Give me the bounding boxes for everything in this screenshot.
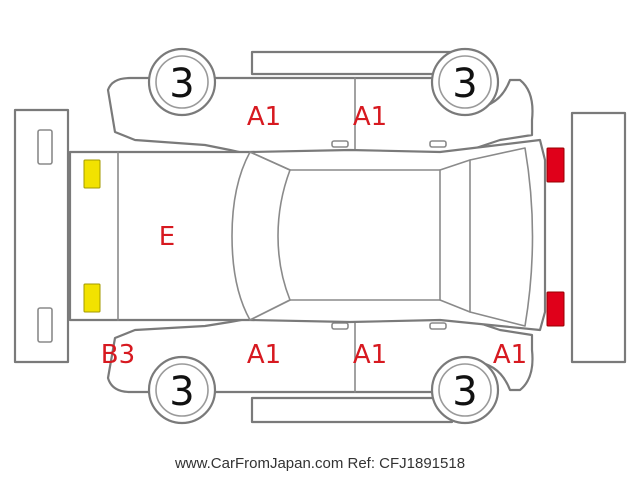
damage-codes: E B3 A1 A1 A1 A1 A1	[101, 102, 527, 370]
wheel-front-right: 3	[430, 47, 500, 117]
damage-code-lower-rear-door: A1	[247, 340, 281, 370]
damage-code-front-fender: A1	[493, 340, 527, 370]
wheel-rear-right: 3	[430, 355, 500, 425]
rear-bumper	[13, 108, 70, 364]
wheel-front-left: 3	[147, 47, 217, 117]
damage-code-rear-corner: B3	[101, 340, 135, 370]
rear-lamp-marker-upper	[83, 159, 101, 189]
wheel-damage-code: 3	[452, 61, 477, 107]
damage-code-lower-front-door: A1	[353, 340, 387, 370]
watermark-footer: www.CarFromJapan.com Ref: CFJ1891518	[174, 455, 466, 472]
front-lamp-marker-upper	[546, 147, 565, 183]
wheel-damage-code: 3	[452, 369, 477, 415]
front-lamp-marker-lower	[546, 291, 565, 327]
front-lamp-markers	[546, 147, 565, 327]
damage-code-rear-quarter: E	[159, 222, 175, 252]
damage-code-upper-rear-door: A1	[247, 102, 281, 132]
wheel-rear-left: 3	[147, 355, 217, 425]
wheel-damage-code: 3	[169, 369, 194, 415]
front-bumper	[570, 111, 627, 364]
wheel-damage-code: 3	[169, 61, 194, 107]
upper-side-strip	[250, 50, 454, 76]
lower-side-strip	[250, 396, 454, 424]
rear-lamp-markers	[83, 159, 101, 313]
top-view-body	[68, 138, 547, 332]
rear-lamp-marker-lower	[83, 283, 101, 313]
damage-code-upper-front-door: A1	[353, 102, 387, 132]
